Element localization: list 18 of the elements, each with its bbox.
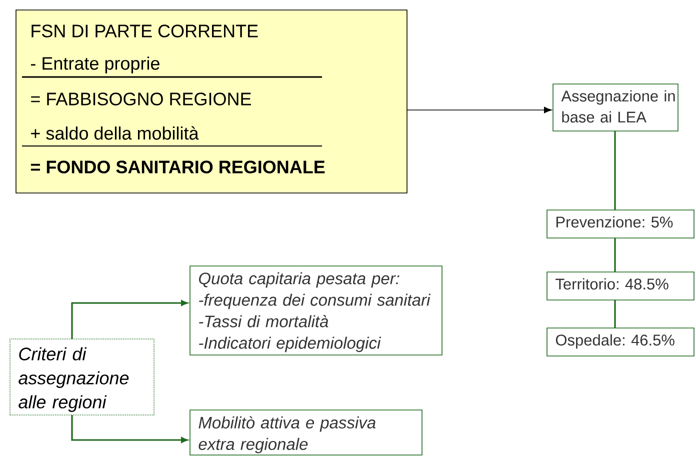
formula-line: + saldo della mobilità [31, 126, 199, 140]
connector-line [614, 131, 616, 210]
text-box: Quota capitaria pesata per: -frequenza dei consumi sanitari -Tassi di mortalità -Indicatori epidemiologici [190, 266, 442, 356]
formula-line: FSN DI PARTE CORRENTE [32, 24, 258, 38]
category-box: Prevenzione: 5% [546, 210, 694, 238]
formula-line: = FABBISOGNO REGIONE [31, 92, 251, 106]
formula-line: = FONDO SANITARIO REGIONALE [30, 160, 325, 174]
text-box: Criteri di assegnazione alle regioni [10, 338, 154, 416]
arrow [71, 300, 188, 339]
connector-line [614, 238, 616, 272]
category-box: Assegnazione in base ai LEA [552, 84, 678, 132]
formula-line: - Entrate proprie [31, 56, 160, 74]
text-box: Mobilitò attiva e passiva extra regionale [190, 410, 422, 456]
arrow [71, 415, 188, 443]
arrow [406, 106, 552, 114]
category-box: Territorio: 48.5% [546, 272, 694, 300]
connector-line [614, 300, 616, 328]
category-box: Ospedale: 46.5% [546, 328, 694, 356]
